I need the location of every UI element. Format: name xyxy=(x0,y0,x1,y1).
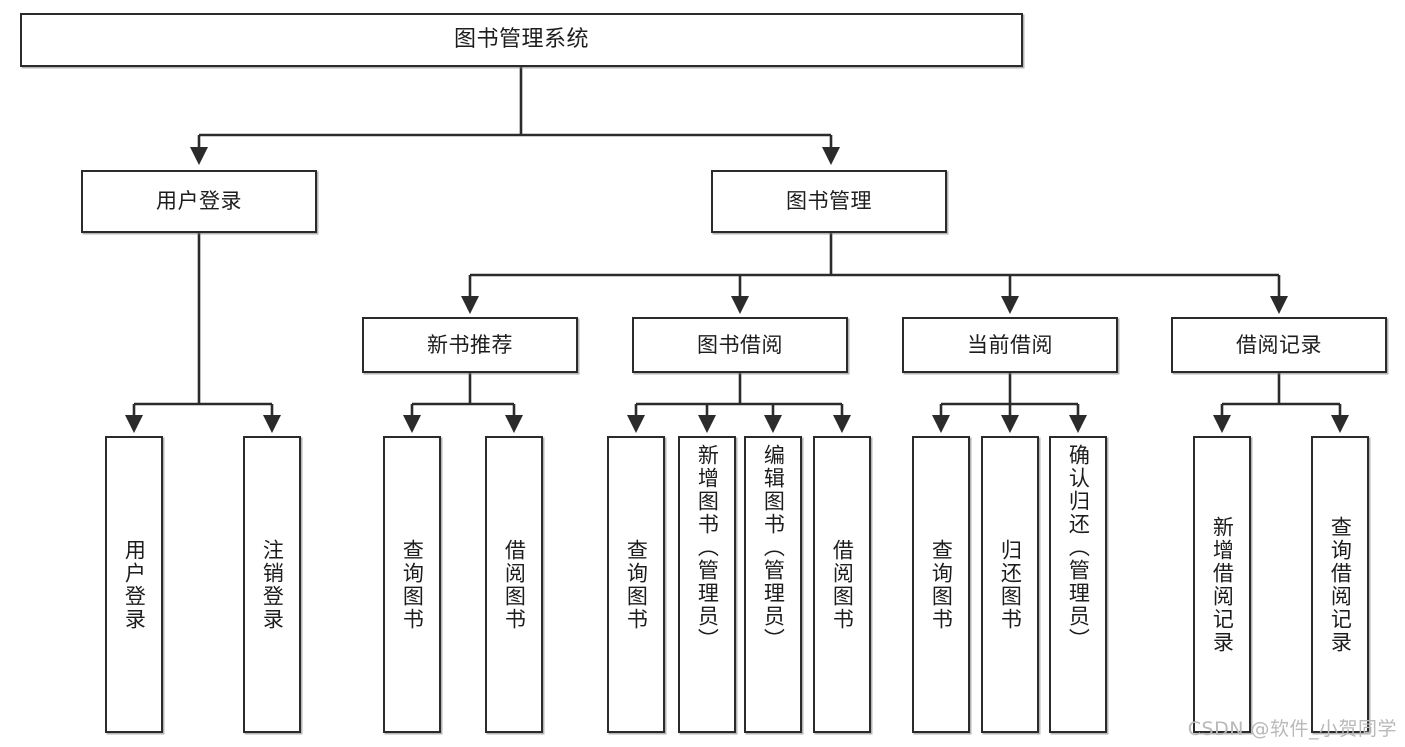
node-label: 借阅记录 xyxy=(1236,332,1322,357)
node-label: 归还图书 xyxy=(998,538,1023,631)
node-label: 查询图书 xyxy=(400,538,425,631)
node-label: 借阅图书 xyxy=(502,538,527,631)
leaf-borrow-record-query-record[interactable]: 查询借阅记录 xyxy=(1311,436,1369,733)
node-label: 图书管理系统 xyxy=(453,27,589,52)
csdn-watermark: CSDN @软件_小贺同学 xyxy=(1187,718,1397,740)
node-book-borrow[interactable]: 图书借阅 xyxy=(632,317,848,373)
leaf-book-borrow-borrow-book[interactable]: 借阅图书 xyxy=(813,436,871,733)
node-label: 用户登录 xyxy=(156,189,242,213)
leaf-new-book-query-book[interactable]: 查询图书 xyxy=(383,436,441,733)
node-user-login[interactable]: 用户登录 xyxy=(81,170,317,233)
node-book-management[interactable]: 图书管理 xyxy=(711,170,947,233)
node-label: 查询借阅记录 xyxy=(1328,515,1353,654)
leaf-current-borrow-return-book[interactable]: 归还图书 xyxy=(981,436,1039,733)
node-label: 用户登录 xyxy=(122,538,147,631)
node-root-book-management-system[interactable]: 图书管理系统 xyxy=(20,13,1023,67)
node-label: 新增图书（管理员） xyxy=(695,444,720,651)
node-label: 图书借阅 xyxy=(697,332,783,357)
node-borrow-record[interactable]: 借阅记录 xyxy=(1171,317,1387,373)
leaf-new-book-borrow-book[interactable]: 借阅图书 xyxy=(485,436,543,733)
leaf-current-borrow-confirm-return-admin[interactable]: 确认归还（管理员） xyxy=(1049,436,1107,733)
node-label: 编辑图书（管理员） xyxy=(761,444,786,651)
node-label: 借阅图书 xyxy=(830,538,855,631)
node-label: 注销登录 xyxy=(260,538,285,631)
node-label: 查询图书 xyxy=(929,538,954,631)
node-label: 确认归还（管理员） xyxy=(1066,444,1091,651)
node-label: 图书管理 xyxy=(786,189,872,213)
leaf-borrow-record-add-record[interactable]: 新增借阅记录 xyxy=(1193,436,1251,733)
node-label: 新增借阅记录 xyxy=(1210,515,1235,654)
node-label: 查询图书 xyxy=(624,538,649,631)
leaf-book-borrow-edit-book-admin[interactable]: 编辑图书（管理员） xyxy=(744,436,802,733)
node-new-book-recommend[interactable]: 新书推荐 xyxy=(362,317,578,373)
leaf-user-login-login[interactable]: 用户登录 xyxy=(105,436,163,733)
leaf-book-borrow-add-book-admin[interactable]: 新增图书（管理员） xyxy=(678,436,736,733)
node-label: 新书推荐 xyxy=(427,332,513,357)
node-label: 当前借阅 xyxy=(967,332,1053,357)
node-current-borrow[interactable]: 当前借阅 xyxy=(902,317,1118,373)
leaf-current-borrow-query-book[interactable]: 查询图书 xyxy=(912,436,970,733)
leaf-book-borrow-query-book[interactable]: 查询图书 xyxy=(607,436,665,733)
leaf-user-login-logout[interactable]: 注销登录 xyxy=(243,436,301,733)
